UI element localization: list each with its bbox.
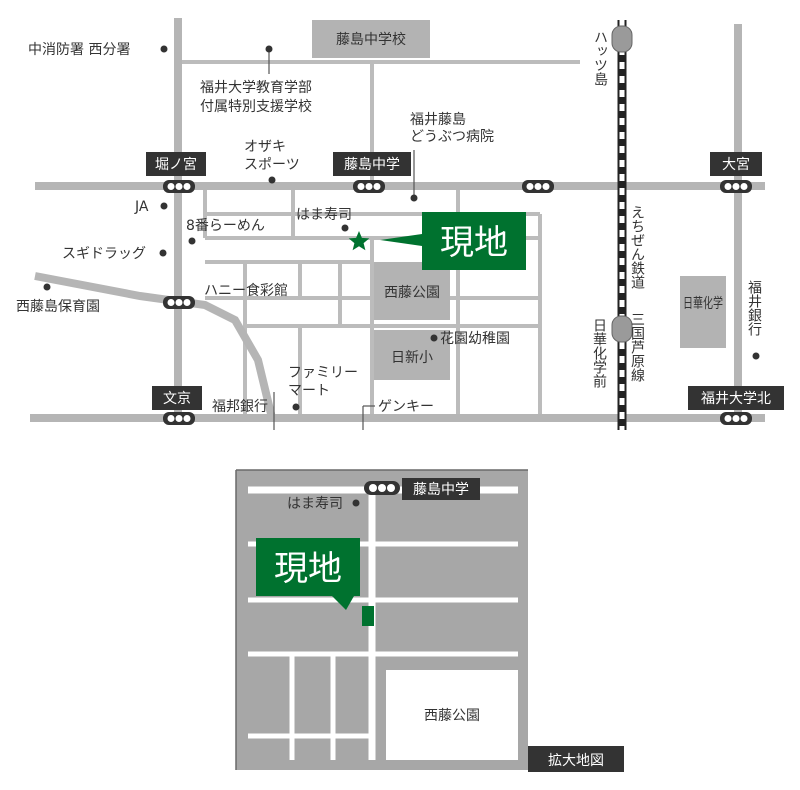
traffic-signal-icon (720, 180, 752, 193)
inset-label-nishifuji-park: 西藤公園 (424, 708, 480, 724)
inset-poi-dot-hama-sushi (352, 499, 360, 507)
poi-dot-hachiban-ramen (188, 237, 196, 245)
label-nisshin-elementary: 日新小 (391, 350, 433, 366)
traffic-signal-icon (720, 412, 752, 425)
label-fukudai-school-line2: 付属特別支援学校 (200, 98, 312, 115)
genchi-marker: 現地 (348, 212, 526, 270)
label-nikka-mae: 日華化学前 (591, 318, 607, 389)
main-map: 堀ノ宮 藤島中学 大宮 文京 福井大学北 (16, 18, 784, 430)
label-nishifujishima-hoikuen: 西藤島保育園 (16, 299, 100, 315)
label-ozaki-sports-line2: スポーツ (244, 157, 300, 173)
traffic-signals (163, 180, 752, 425)
intersection-labels: 堀ノ宮 藤島中学 大宮 文京 福井大学北 (146, 152, 784, 410)
poi-dots (43, 45, 760, 411)
echizen-railway (611, 20, 633, 430)
inset-label-hama-sushi: はま寿司 (287, 495, 343, 512)
label-fujishima-jhs: 藤島中学校 (336, 31, 406, 48)
poi-dot-sugi-drug (159, 249, 167, 257)
poi-dot-ja (160, 202, 168, 210)
label-hattsushima: ハッツ島 (592, 30, 608, 86)
station-nikka-mae-icon (611, 315, 633, 343)
traffic-signal-icon (163, 180, 195, 193)
label-family-mart-line2: マート (288, 383, 330, 399)
traffic-signal-icon (364, 481, 400, 495)
poi-dot-hama-sushi (341, 224, 349, 232)
traffic-signal-icon (353, 180, 385, 193)
inset-map: 西藤公園 藤島中学 はま寿司 現地 拡大地図 (235, 469, 624, 772)
inset-building-nishifuji-park (386, 670, 518, 760)
label-fire-station: 中消防署 西分署 (28, 42, 130, 58)
inset-caption: 拡大地図 (548, 753, 604, 769)
label-fukudai-school-line1: 福井大学教育学部 (200, 80, 312, 96)
poi-dot-kaen-kindergarten (430, 334, 438, 342)
map-labels: 中消防署 西分署 藤島中学校 福井大学教育学部 付属特別支援学校 福井藤島 どう… (16, 30, 762, 415)
inset-intersection-fujishima-chugaku: 藤島中学 (413, 482, 469, 498)
label-ozaki-sports-line1: オザキ (244, 139, 286, 155)
traffic-signal-icon (163, 412, 195, 425)
poi-dot-ozaki-sports (268, 176, 276, 184)
label-fukui-fujishima-line2: どうぶつ病院 (410, 129, 494, 145)
inset-genchi-label: 現地 (274, 549, 342, 589)
intersection-horinomiya: 堀ノ宮 (155, 157, 197, 173)
label-hama-sushi: はま寿司 (296, 206, 352, 223)
poi-dot-hoikuen (43, 283, 51, 291)
label-fukuho-bank: 福邦銀行 (212, 399, 268, 415)
label-echizen-railway-line2: 三国芦原線 (629, 312, 645, 382)
intersection-bunkyo: 文京 (163, 391, 191, 407)
intersection-omiya: 大宮 (722, 157, 750, 173)
traffic-signal-icon (522, 180, 554, 193)
star-icon (348, 231, 370, 251)
poi-dot-fukuho-bank (292, 403, 300, 411)
label-nishifuji-park: 西藤公園 (384, 285, 440, 301)
inset-site-marker (362, 606, 374, 626)
label-family-mart-line1: ファミリー (288, 365, 358, 381)
intersection-fukui-daigaku-kita: 福井大学北 (701, 391, 771, 407)
main-roads (30, 18, 765, 422)
station-hattsushima-icon (611, 25, 633, 53)
label-kaen-kindergarten: 花園幼稚園 (440, 331, 510, 347)
label-nikka-gakuen: 日華化学 (683, 296, 723, 312)
traffic-signal-icon (163, 296, 195, 309)
buildings (312, 20, 726, 380)
poi-dot-fukui-bank (752, 352, 760, 360)
label-ja: JA (134, 199, 149, 215)
building-fujishima-jhs (312, 20, 430, 58)
genchi-label: 現地 (440, 223, 508, 263)
poi-dot-fukui-fujishima (410, 194, 418, 202)
building-nikka (680, 276, 726, 348)
label-genky: ゲンキー (378, 399, 434, 415)
label-sugi-drug: スギドラッグ (62, 246, 146, 262)
label-hachiban-ramen: 8番らーめん (186, 218, 265, 234)
poi-dot-fukudai-school (265, 45, 273, 53)
leader-lines (268, 50, 415, 430)
label-fukui-bank: 福井銀行 (746, 280, 762, 337)
label-echizen-railway-line1: えちぜん鉄道 (629, 205, 645, 290)
label-fukui-fujishima-line1: 福井藤島 (410, 112, 466, 128)
label-honey-shokusai: ハニー食彩館 (204, 282, 288, 299)
building-nishifuji-park (374, 262, 450, 320)
intersection-fujishima-chugaku: 藤島中学 (344, 157, 400, 173)
poi-dot-fire-station (160, 45, 168, 53)
